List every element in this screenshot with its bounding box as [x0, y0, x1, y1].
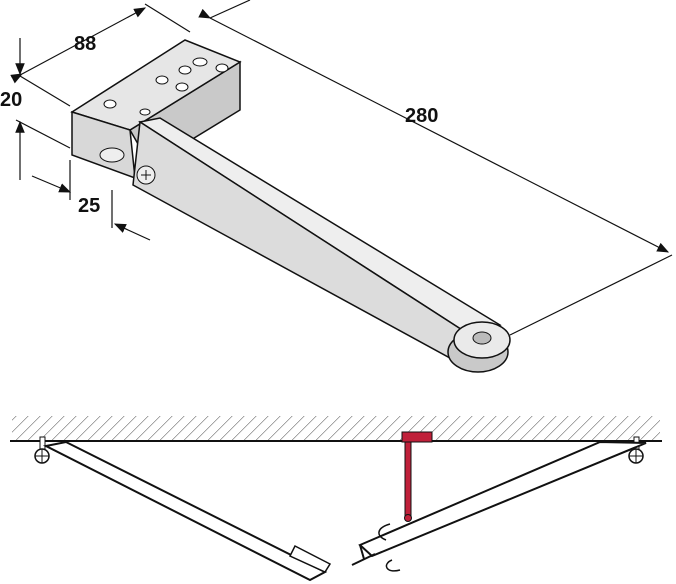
red-mounting-plate [401, 431, 433, 443]
red-stay-rod [404, 441, 412, 519]
right-door-leaf [358, 440, 647, 558]
slot-icon [99, 147, 125, 163]
left-door-leaf [42, 440, 328, 582]
left-hinge-icon [34, 436, 50, 464]
dimension-width-label: 88 [74, 33, 96, 55]
catch-clip-icon [378, 523, 401, 572]
door-closer-arm-illustration [70, 39, 511, 373]
dimension-lines [10, 0, 673, 336]
dimension-depth-label: 25 [78, 195, 100, 217]
arm-bar-front [132, 120, 472, 359]
dimension-arm-length-label: 280 [405, 105, 438, 127]
ceiling-hatching [12, 416, 660, 441]
dimension-height-label: 20 [0, 89, 22, 111]
arm-bar-top [138, 117, 502, 336]
installation-view [10, 416, 662, 582]
left-door-flap [288, 544, 332, 573]
